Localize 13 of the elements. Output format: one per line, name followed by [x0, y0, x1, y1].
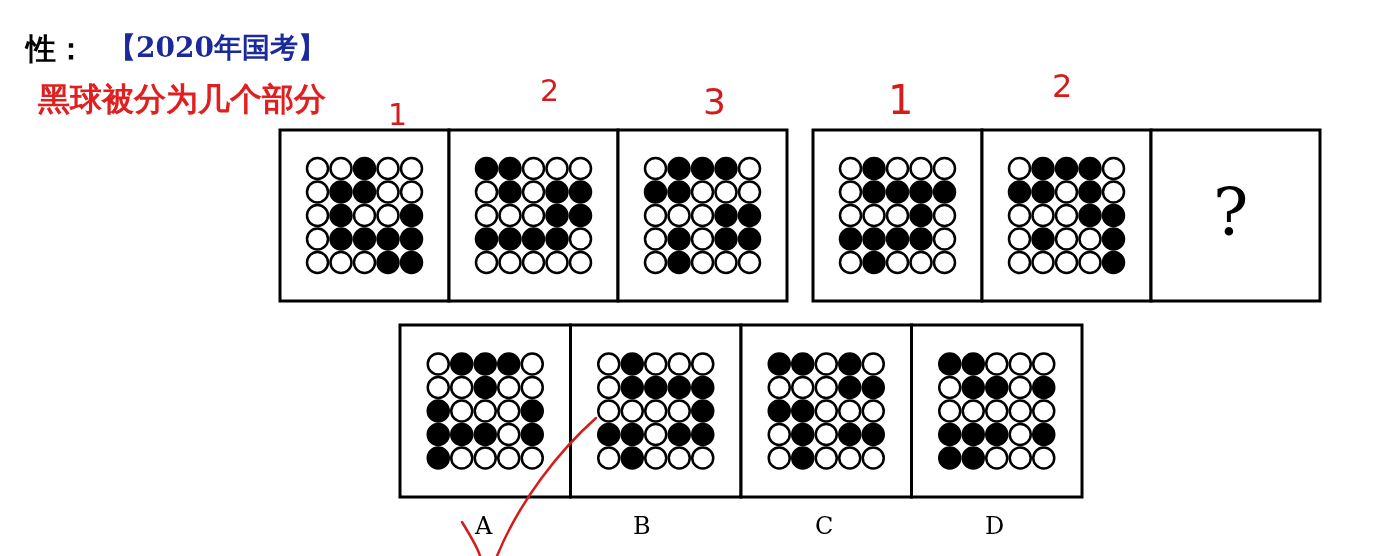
handwritten-number: 3	[703, 84, 726, 120]
handwritten-number: 1	[888, 80, 914, 120]
option-letter: A	[475, 514, 493, 538]
heading-text: 性：	[26, 34, 86, 64]
handwritten-number: 2	[1052, 70, 1073, 102]
question-text: 黑球被分为几个部分	[38, 83, 326, 115]
option-letter: B	[633, 514, 651, 538]
handwritten-number: 1	[388, 100, 408, 130]
option-letter: D	[985, 514, 1005, 538]
option-letter: C	[815, 514, 834, 538]
question-mark: ?	[1213, 180, 1249, 246]
handwritten-number: 2	[540, 76, 560, 106]
source-tag: 【2020年国考】	[108, 34, 326, 62]
